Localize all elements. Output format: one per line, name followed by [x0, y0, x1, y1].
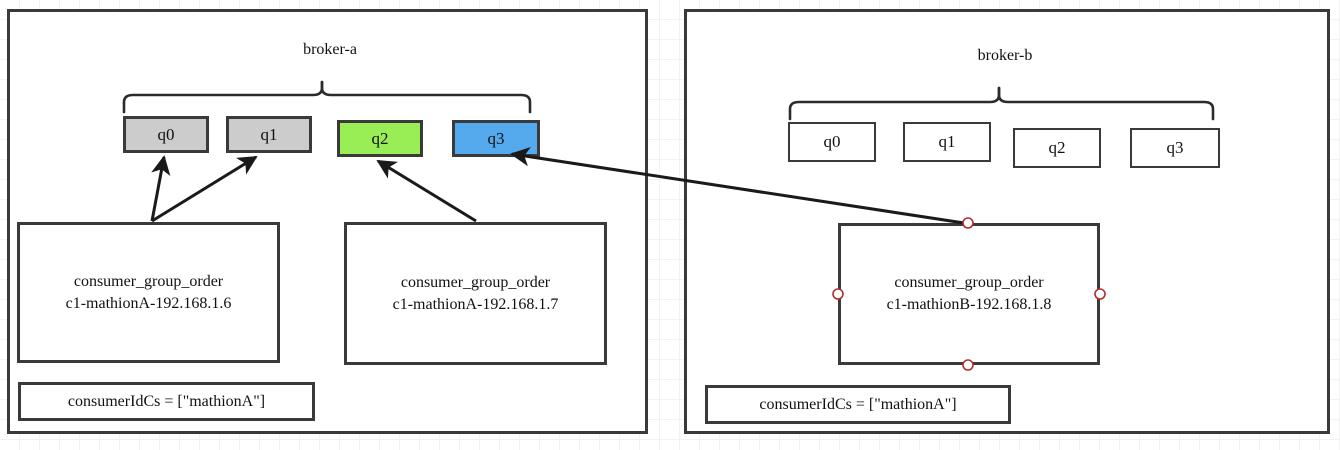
broker-a-queue-q0-label: q0 — [157, 124, 175, 144]
consumer-a-1[interactable]: consumer_group_order c1-mathionA-192.168… — [17, 222, 280, 363]
consumer-b-1-line1: consumer_group_order — [894, 274, 1044, 291]
broker-b-queue-q1-label: q1 — [938, 132, 956, 151]
broker-a-queue-q3-label: q3 — [487, 128, 505, 148]
consumer-a-1-line1: consumer_group_order — [73, 272, 224, 290]
broker-a-queue-q2[interactable]: q2 — [337, 120, 423, 157]
consumer-a-1-line2: c1-mathionA-192.168.1.6 — [65, 294, 232, 312]
broker-a-title: broker-a — [303, 41, 357, 58]
broker-a-queue-q3[interactable]: q3 — [452, 120, 540, 157]
broker-b-title: broker-b — [977, 47, 1033, 64]
broker-b-queue-q0[interactable]: q0 — [788, 122, 876, 162]
broker-a-queue-q2-label: q2 — [371, 128, 389, 148]
broker-b-queue-q3-label: q3 — [1166, 138, 1184, 157]
consumer-a-2[interactable]: consumer_group_order c1-mathionA-192.168… — [344, 222, 607, 365]
broker-b-queue-q0-label: q0 — [823, 132, 841, 151]
broker-b-queue-q2-label: q2 — [1048, 138, 1066, 157]
broker-a-config-label-text: consumerIdCs = ["mathionA"] — [67, 392, 266, 410]
broker-a-config-label[interactable]: consumerIdCs = ["mathionA"] — [18, 382, 315, 421]
broker-a-queue-q1[interactable]: q1 — [226, 116, 312, 153]
broker-b-queue-q2[interactable]: q2 — [1013, 128, 1101, 168]
broker-a-queue-q1-label: q1 — [260, 124, 278, 144]
broker-b-panel[interactable] — [684, 9, 1330, 434]
consumer-a-2-line2: c1-mathionA-192.168.1.7 — [392, 295, 559, 313]
broker-b-queue-q1[interactable]: q1 — [903, 122, 991, 162]
broker-a-queue-q0[interactable]: q0 — [123, 116, 209, 153]
consumer-b-1[interactable]: consumer_group_order c1-mathionB-192.168… — [838, 223, 1100, 365]
broker-b-config-label-text: consumerIdCs = ["mathionA"] — [759, 395, 957, 413]
consumer-a-2-line1: consumer_group_order — [400, 273, 551, 291]
broker-b-queue-q3[interactable]: q3 — [1130, 128, 1220, 168]
consumer-b-1-line2: c1-mathionB-192.168.1.8 — [886, 296, 1052, 313]
broker-b-config-label[interactable]: consumerIdCs = ["mathionA"] — [705, 385, 1011, 424]
